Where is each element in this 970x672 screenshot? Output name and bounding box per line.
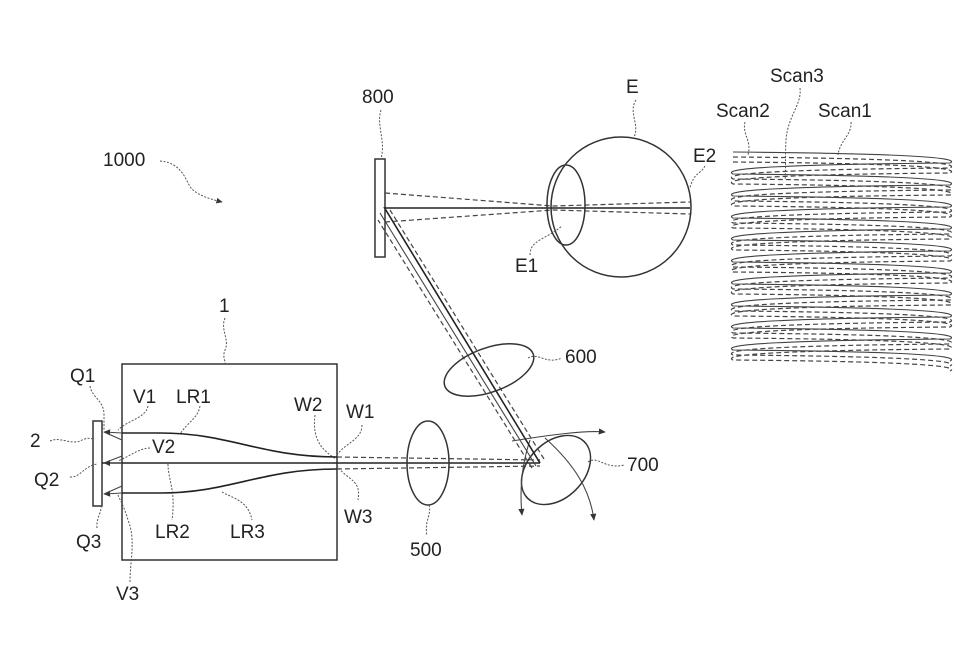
eye-e xyxy=(550,136,692,278)
scan-line-3 xyxy=(730,161,953,372)
label-block-1: 1 xyxy=(219,296,230,317)
label-lr1: LR1 xyxy=(176,387,211,408)
leader-q3 xyxy=(96,504,102,529)
leader-reflector-800 xyxy=(379,109,383,160)
label-element-2: 2 xyxy=(30,431,41,452)
label-scan2: Scan2 xyxy=(716,101,770,122)
leader-lr1 xyxy=(179,405,201,435)
scan-pattern xyxy=(730,151,953,372)
beam-to-scanner-lower xyxy=(336,465,541,470)
leader-lr3 xyxy=(221,491,253,521)
label-reflector-800: 800 xyxy=(362,87,394,108)
label-lens-600: 600 xyxy=(565,347,597,368)
leader-lens-600 xyxy=(527,355,563,361)
label-v3: V3 xyxy=(116,584,139,605)
eye-lens-e1 xyxy=(546,164,586,246)
label-q3: Q3 xyxy=(76,532,101,553)
leader-lens-500 xyxy=(425,504,431,537)
ray-fan-v2 xyxy=(103,455,123,464)
label-v2: V2 xyxy=(152,437,175,458)
light-ray-lr1 xyxy=(122,432,338,458)
leader-v2 xyxy=(117,447,151,462)
leader-w2 xyxy=(313,414,337,460)
beam-to-reflector xyxy=(383,206,541,464)
leader-eye-lens-e1 xyxy=(529,225,563,256)
label-scanner-700: 700 xyxy=(627,455,659,476)
label-q2: Q2 xyxy=(34,470,59,491)
light-ray-lr3 xyxy=(122,468,338,494)
beam-to-eye-upper xyxy=(384,192,691,207)
leader-v1 xyxy=(117,405,149,431)
lens-500 xyxy=(406,420,450,506)
scanner-mirror-700 xyxy=(520,434,592,506)
label-system-1000: 1000 xyxy=(103,150,145,171)
beam-to-reflector-a xyxy=(389,209,545,460)
leader-retina-e2 xyxy=(689,165,706,189)
scan-rotation-arrow-right xyxy=(544,437,597,521)
leader-scanner-700 xyxy=(587,459,625,467)
beam-to-eye-lower xyxy=(384,209,691,223)
label-w2: W2 xyxy=(294,395,323,416)
lens-600 xyxy=(443,343,535,397)
label-lr2: LR2 xyxy=(155,522,190,543)
beam-to-scanner-upper xyxy=(336,456,541,461)
label-eye-e: E xyxy=(626,77,639,98)
scan-line-1 xyxy=(730,151,953,362)
leader-block-1 xyxy=(223,317,227,365)
label-scan1: Scan1 xyxy=(818,101,872,122)
label-lens-500: 500 xyxy=(410,540,442,561)
leader-lr2 xyxy=(167,463,174,521)
label-retina-e2: E2 xyxy=(693,146,716,167)
label-q1: Q1 xyxy=(70,366,95,387)
reflector-800 xyxy=(374,158,386,258)
beam-to-reflector-c xyxy=(377,219,533,469)
ray-arrow-v3 xyxy=(103,490,123,497)
label-eye-lens-e1: E1 xyxy=(515,256,538,277)
light-source-block xyxy=(121,363,338,561)
leader-w1 xyxy=(336,424,363,456)
label-lr3: LR3 xyxy=(230,522,265,543)
leader-scan3 xyxy=(784,87,801,181)
label-w3: W3 xyxy=(344,507,373,528)
scan-rotation-arrow-top xyxy=(511,428,606,442)
ray-fan-v1 xyxy=(103,431,123,441)
beam-to-reflector-b xyxy=(379,212,537,467)
label-w1: W1 xyxy=(346,402,375,423)
label-scan3: Scan3 xyxy=(770,66,824,87)
scan-line-2 xyxy=(730,156,953,367)
label-v1: V1 xyxy=(133,387,156,408)
leader-scan1 xyxy=(837,121,852,156)
scan-rotation-arrow-left xyxy=(518,439,531,516)
leader-v3 xyxy=(117,494,133,583)
leader-q1 xyxy=(89,385,105,430)
leader-w3 xyxy=(336,464,360,501)
leader-scan2 xyxy=(743,121,750,156)
ray-fan-v3 xyxy=(103,485,123,495)
system-pointer-arrow xyxy=(159,160,223,204)
leader-element-2 xyxy=(49,437,94,443)
leader-eye-e xyxy=(632,99,637,138)
ray-arrow-v1 xyxy=(103,429,123,436)
display-element xyxy=(92,420,103,507)
